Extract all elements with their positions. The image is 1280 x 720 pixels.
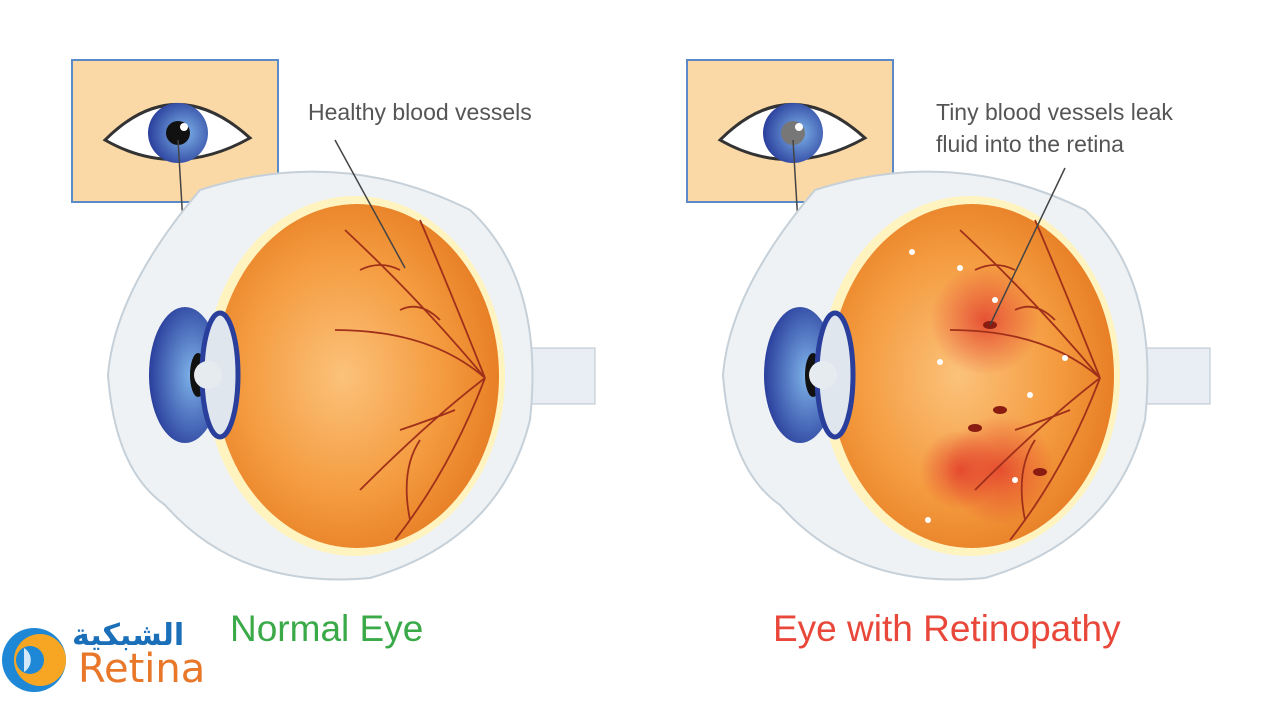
- normal-eye-illustration: [71, 59, 596, 581]
- retinopathy-eye-illustration: [686, 59, 1211, 581]
- blood-vessel: [399, 409, 456, 431]
- logo-english-text: Retina: [78, 646, 206, 692]
- microaneurysm: [993, 406, 1007, 414]
- blood-vessel: [1034, 219, 1101, 379]
- blood-vessel: [1014, 409, 1071, 431]
- blood-vessel: [959, 229, 1101, 379]
- blood-vessel: [359, 264, 401, 271]
- fluid-leak: [930, 265, 1040, 375]
- blood-vessel: [394, 377, 486, 541]
- retinopathy-callout-line: [989, 167, 1066, 326]
- microaneurysm: [1033, 468, 1047, 476]
- normal-eye-label: Normal Eye: [230, 608, 424, 649]
- blood-vessel: [405, 439, 421, 521]
- blood-vessel: [334, 329, 486, 379]
- blood-vessel: [949, 329, 1101, 379]
- normal-callout-line: [334, 139, 406, 269]
- exudate-spot: [925, 517, 931, 523]
- normal-callout-text: Healthy blood vessels: [308, 99, 532, 125]
- blood-vessel: [399, 305, 441, 321]
- retinopathy-eye-label: Eye with Retinopathy: [773, 608, 1121, 649]
- blood-vessel: [419, 219, 486, 379]
- exudate-spot: [1027, 392, 1033, 398]
- exudate-spot: [937, 359, 943, 365]
- blood-vessel: [359, 377, 486, 491]
- retinopathy-callout-line1: Tiny blood vessels leak: [936, 99, 1173, 125]
- exudate-spot: [992, 297, 998, 303]
- exudate-spot: [1062, 355, 1068, 361]
- blood-vessel: [1009, 377, 1101, 541]
- microaneurysm: [968, 424, 982, 432]
- exudate-spot: [957, 265, 963, 271]
- blood-vessel: [1014, 305, 1056, 321]
- blood-vessel: [974, 377, 1101, 491]
- inset-highlight: [795, 123, 803, 131]
- logo-eye-icon: [2, 628, 66, 692]
- blood-vessel: [344, 229, 486, 379]
- retina-logo: الشبكية Retina: [0, 618, 210, 698]
- cornea-bulge: [194, 361, 222, 389]
- eyeball-globe: [215, 204, 499, 548]
- exudate-spot: [909, 249, 915, 255]
- inset-highlight: [180, 123, 188, 131]
- fluid-leak: [920, 430, 1000, 510]
- cornea-bulge: [809, 361, 837, 389]
- retinopathy-callout-line2: fluid into the retina: [936, 131, 1124, 157]
- blood-vessel: [1020, 439, 1036, 521]
- exudate-spot: [1012, 477, 1018, 483]
- logo-arabic-text: الشبكية: [72, 618, 185, 653]
- blood-vessel: [974, 264, 1016, 271]
